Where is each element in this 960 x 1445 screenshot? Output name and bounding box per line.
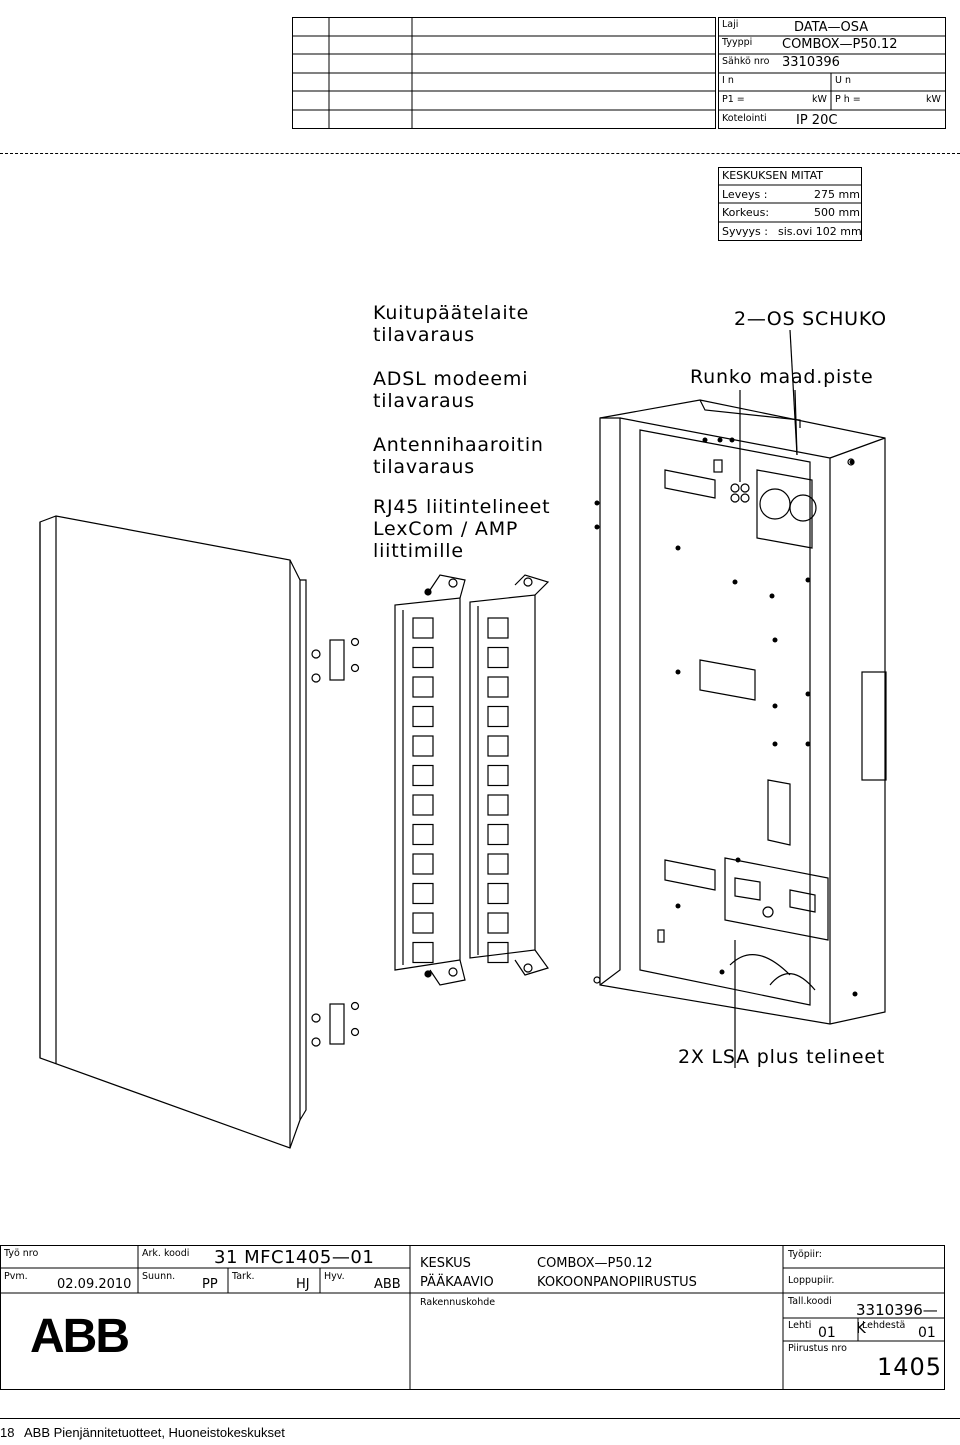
sahko-nro-value: 3310396 [782,55,840,70]
loppupiir-label: Loppupiir. [788,1275,835,1286]
leveys-label: Leveys : [722,188,768,201]
kokoonpano-label: KOKOONPANOPIIRUSTUS [537,1275,697,1290]
combox-type: COMBOX—P50.12 [537,1256,653,1271]
callout-runko: Runko maad.piste [690,366,874,388]
revision-grid [292,17,716,129]
p1-unit: kW [812,94,827,105]
lehdesta-label: Lehdestä [862,1320,906,1331]
ph-unit: kW [926,94,941,105]
footer-text: ABB Pienjännitetuotteet, Huoneistokeskuk… [24,1425,285,1440]
pvm-label: Pvm. [4,1271,28,1282]
keskus-label: KESKUS [420,1256,471,1271]
piirustus-label: Piirustus nro [788,1343,847,1354]
un-label: U n [835,75,851,86]
tyo-nro-label: Työ nro [4,1248,39,1259]
paakaavio-label: PÄÄKAAVIO [420,1275,494,1290]
dimensions-title: KESKUKSEN MITAT [722,169,823,182]
callout-schuko: 2—OS SCHUKO [734,308,887,330]
ph-label: P h = [835,94,861,105]
kotelointi-value: IP 20C [796,113,838,128]
p1-label: P1 = [722,94,745,105]
lehti-value: 01 [818,1325,836,1341]
laji-label: Laji [722,19,739,30]
callout-lsa: 2X LSA plus telineet [678,1046,886,1068]
dash-divider [0,153,960,154]
ark-koodi-value: 31 MFC1405—01 [214,1247,375,1268]
syvyys-value: sis.ovi 102 mm [778,225,862,238]
hyv-value: ABB [374,1277,401,1292]
pvm-value: 02.09.2010 [57,1277,132,1292]
callout-kuitupaatelaite: Kuitupäätelaite tilavaraus [373,302,530,346]
leveys-value: 275 mm [814,188,860,201]
tallkoodi-value: 3310396—K [856,1301,938,1337]
technical-drawing [39,329,887,1149]
korkeus-value: 500 mm [814,206,860,219]
kotelointi-label: Kotelointi [722,113,767,124]
callout-antenni: Antennihaaroitin tilavaraus [373,434,544,478]
rakennuskohde-label: Rakennuskohde [420,1297,496,1308]
korkeus-label: Korkeus: [722,206,770,219]
tallkoodi-label: Tall.koodi [788,1296,832,1307]
hyv-label: Hyv. [324,1271,345,1282]
ark-koodi-label: Ark. koodi [142,1248,190,1259]
page-number: 18 [0,1425,15,1440]
tyopiir-label: Työpiir: [788,1249,823,1260]
syvyys-label: Syvyys : [722,225,768,238]
lehdesta-value: 01 [918,1325,936,1341]
sahko-nro-label: Sähkö nro [722,56,770,67]
callout-rj45: RJ45 liitintelineet LexCom / AMP liittim… [373,496,551,562]
page-footer: 18 ABB Pienjännitetuotteet, Huoneistokes… [0,1418,960,1445]
laji-value: DATA—OSA [794,20,869,35]
tyyppi-value: COMBOX—P50.12 [782,37,898,52]
tark-value: HJ [296,1277,310,1292]
in-label: I n [722,75,734,86]
title-block: Työ nro Ark. koodi 31 MFC1405—01 Pvm. 02… [0,1245,945,1390]
piirustus-value: 1405 [877,1353,943,1381]
tyyppi-label: Tyyppi [722,37,753,48]
dimensions-box: KESKUKSEN MITAT Leveys : 275 mm Korkeus:… [718,167,862,241]
lehti-label: Lehti [788,1320,812,1331]
callout-adsl: ADSL modeemi tilavaraus [373,368,529,412]
tark-label: Tark. [232,1271,255,1282]
abb-logo: ABB [30,1310,130,1363]
suunn-label: Suunn. [142,1271,176,1282]
header-block: Laji DATA—OSA Tyyppi COMBOX—P50.12 Sähkö… [718,17,946,129]
suunn-value: PP [202,1277,218,1292]
